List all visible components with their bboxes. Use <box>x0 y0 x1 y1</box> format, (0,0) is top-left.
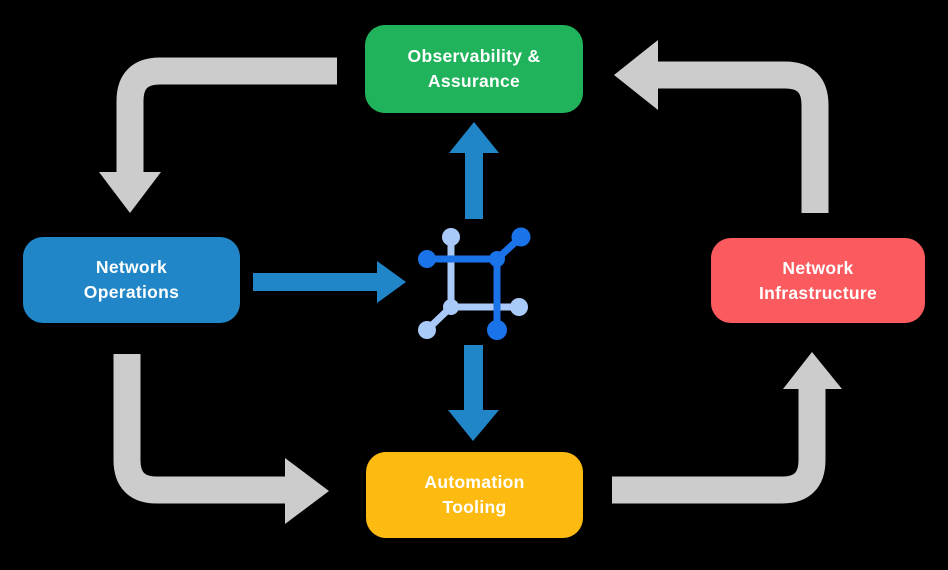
arrowhead-right-icon <box>285 458 329 524</box>
node-label-line: Operations <box>83 282 180 302</box>
node-label-line: Network <box>782 257 854 278</box>
icon-node-bottom-left <box>418 321 436 339</box>
node-label-line: Assurance <box>427 71 521 91</box>
node-label-line: Observability & <box>407 46 541 67</box>
node-label-line: Automation <box>424 472 525 493</box>
node-network-infrastructure: Network Infrastructure <box>711 238 925 323</box>
icon-corner-bottom-left <box>443 299 459 315</box>
icon-node-left <box>418 250 436 268</box>
arrow-observability-to-operations <box>99 57 337 213</box>
arrow-operations-to-automation <box>113 354 329 524</box>
icon-node-top-right <box>511 227 531 247</box>
icon-node-top <box>442 228 460 246</box>
arrow-icon-to-observability <box>449 122 499 219</box>
arrowhead-up-icon <box>783 352 842 389</box>
node-label-line: Tooling <box>442 497 507 517</box>
node-automation-tooling: Automation Tooling <box>366 452 583 538</box>
network-automation-icon <box>418 227 531 340</box>
node-label-line: Network <box>95 257 168 278</box>
arrowhead-down-icon <box>99 172 161 213</box>
icon-node-bottom <box>487 320 507 340</box>
node-network-operations: Network Operations <box>23 237 240 323</box>
node-observability-assurance: Observability & Assurance <box>365 25 583 113</box>
arrow-icon-to-automation <box>448 345 499 441</box>
arrow-operations-to-icon <box>253 261 406 303</box>
icon-corner-top-right <box>489 251 505 267</box>
arrow-infrastructure-to-observability <box>614 40 829 213</box>
icon-node-right <box>510 298 528 316</box>
arrowhead-left-icon <box>614 40 658 110</box>
node-label-line: Infrastructure <box>759 282 877 303</box>
arrow-automation-to-infrastructure <box>612 352 842 504</box>
